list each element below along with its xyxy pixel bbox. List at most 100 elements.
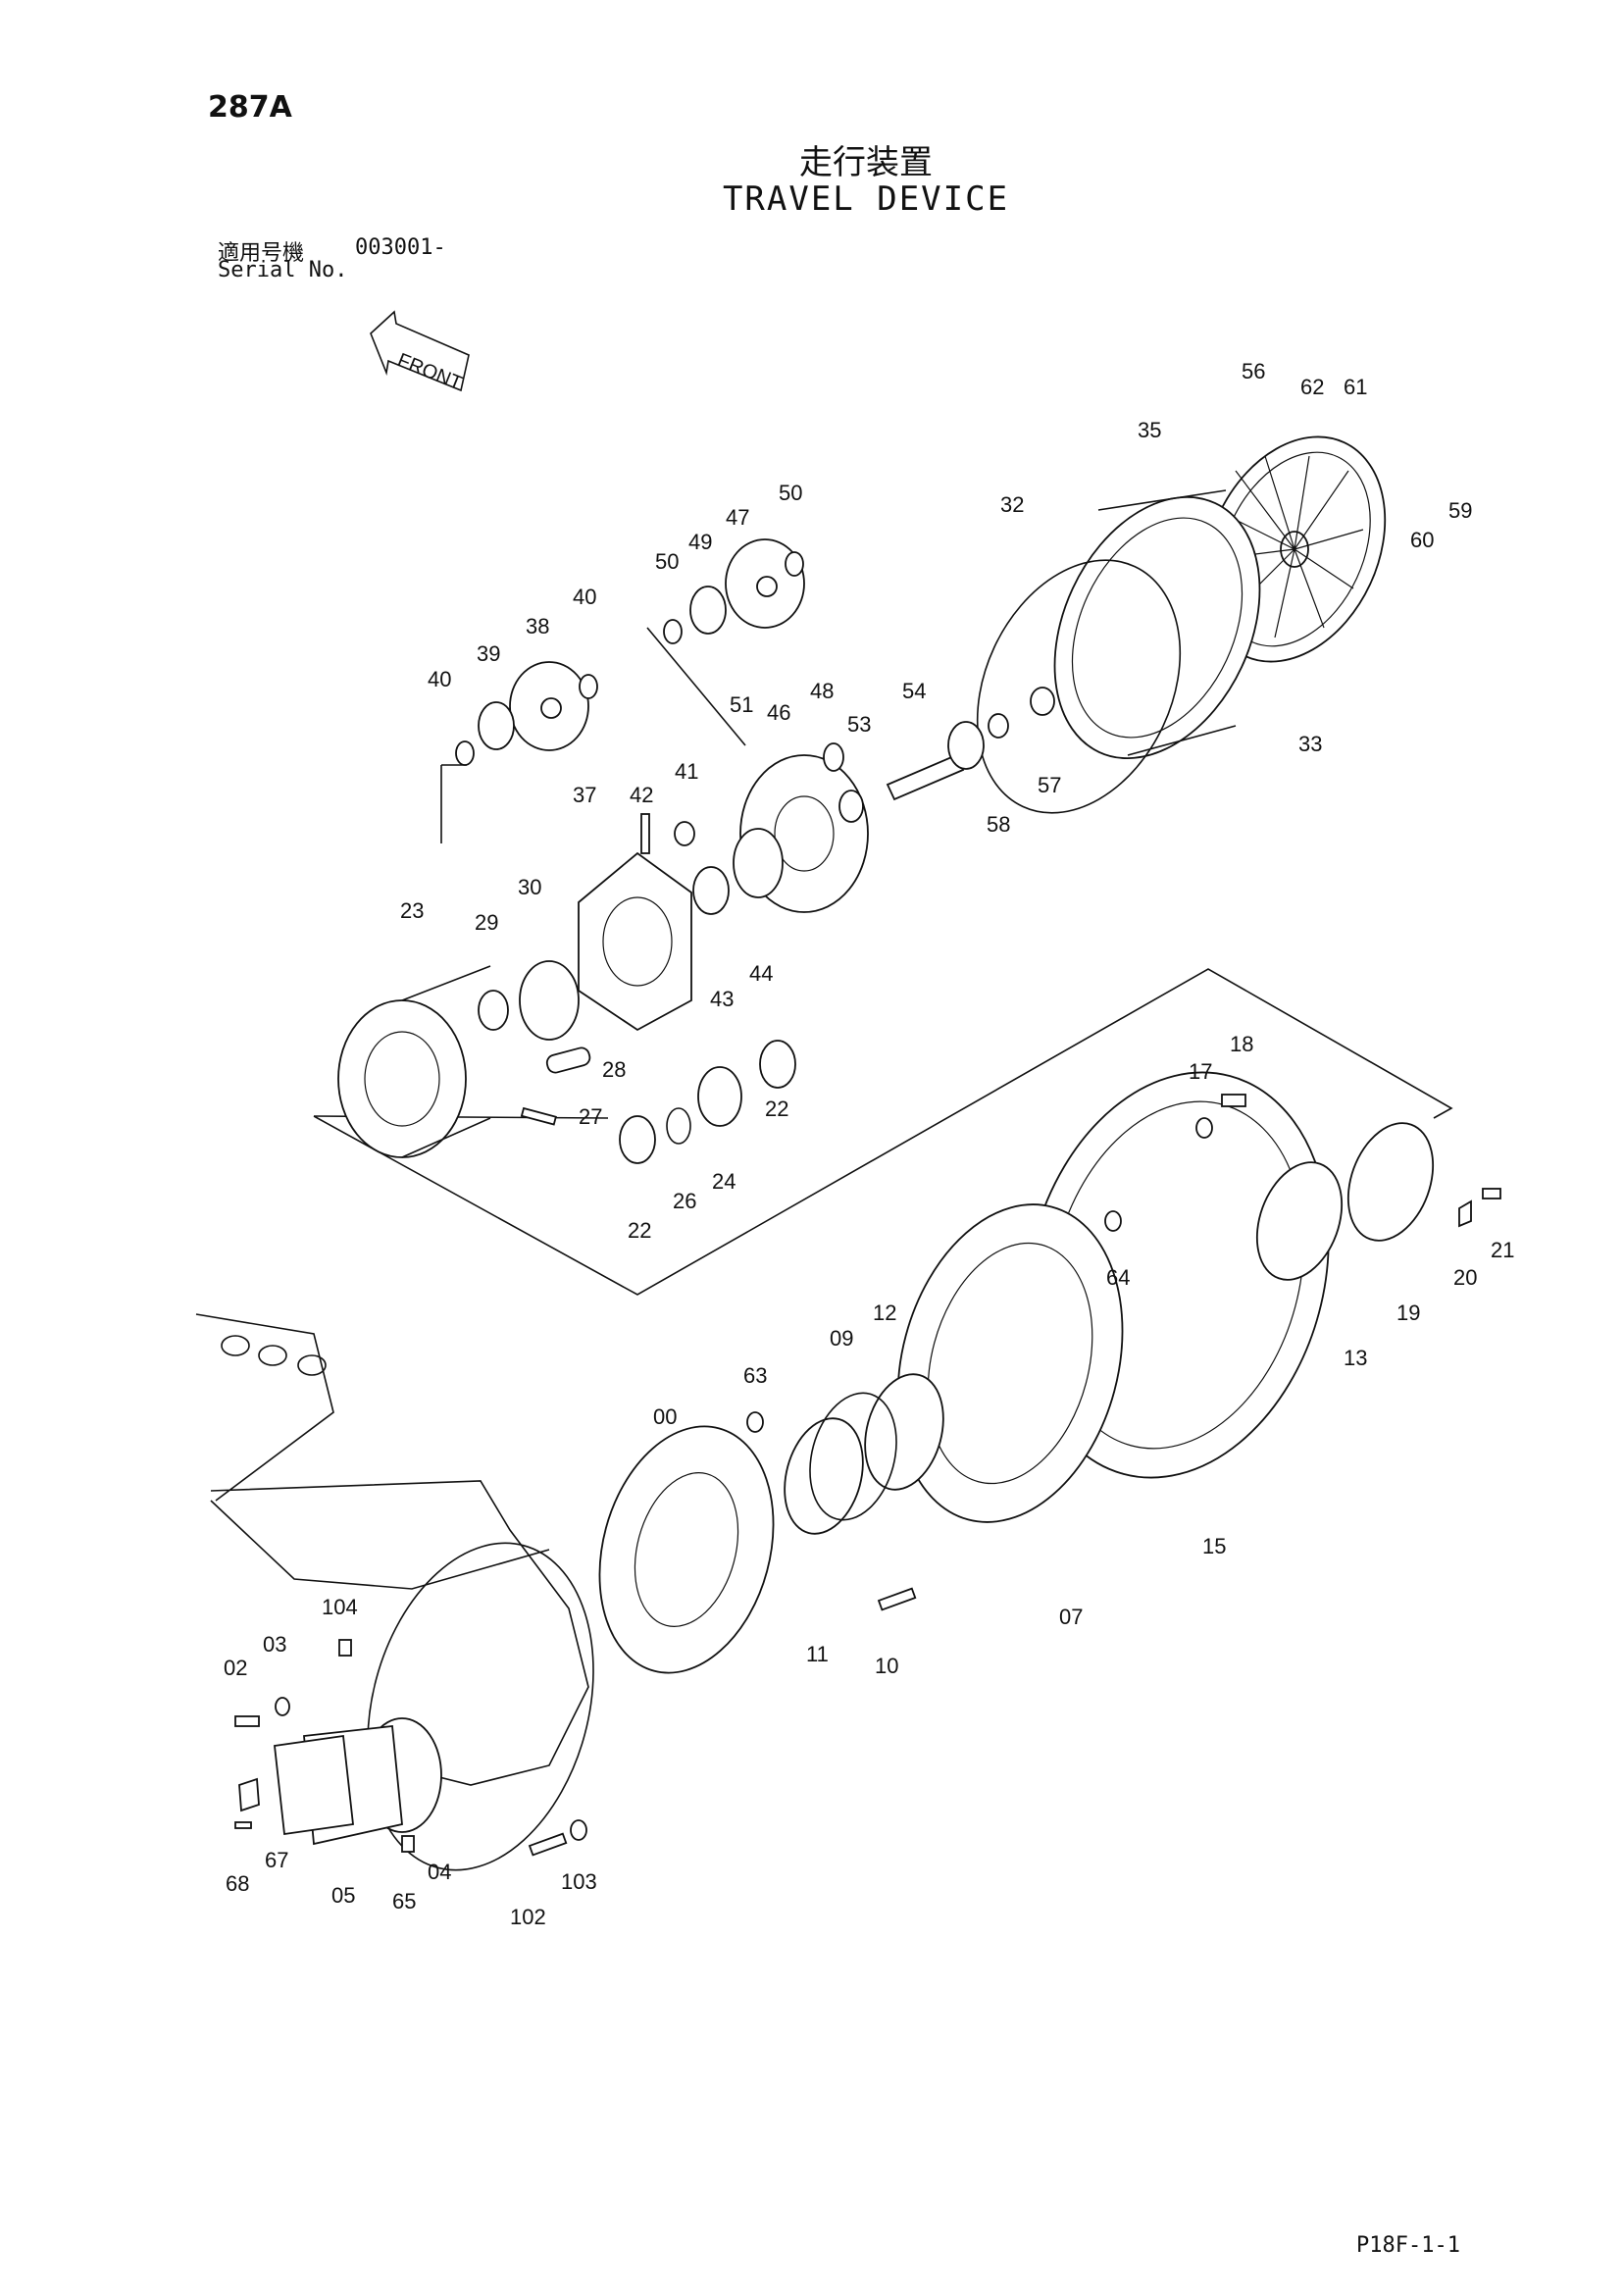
part-label: 65 <box>392 1889 416 1913</box>
part-label: 11 <box>806 1642 829 1666</box>
part-label: 07 <box>1059 1605 1083 1629</box>
part-label: 38 <box>526 614 549 638</box>
part-40-washer <box>579 674 598 699</box>
part-10-bolt <box>877 1587 917 1611</box>
part-label: 28 <box>602 1057 626 1082</box>
part-05-valve <box>274 1734 354 1836</box>
part-104-plug <box>338 1639 352 1657</box>
part-57-bearing <box>1030 687 1055 716</box>
serial-number: 003001- <box>355 235 446 260</box>
part-35-ring-gear <box>1053 489 1261 759</box>
part-label: 102 <box>510 1905 546 1929</box>
part-label: 103 <box>561 1869 597 1894</box>
part-41-pin <box>674 821 695 846</box>
part-label: 27 <box>579 1104 602 1129</box>
part-label: 58 <box>987 812 1010 837</box>
assembly-outline <box>313 968 1453 1296</box>
part-label: 43 <box>710 987 734 1011</box>
part-label: 48 <box>810 679 834 703</box>
part-64-plug <box>1104 1210 1122 1232</box>
part-label: 57 <box>1038 773 1061 797</box>
part-38-carrier <box>509 661 589 751</box>
part-label: 51 <box>730 692 753 717</box>
part-label: 09 <box>830 1326 853 1351</box>
part-50-washer <box>785 551 804 577</box>
part-67-bracket <box>238 1777 260 1812</box>
part-24-gear <box>697 1066 742 1127</box>
part-label: 53 <box>847 712 871 737</box>
part-label: 02 <box>224 1656 247 1680</box>
part-32-o-ring <box>976 559 1182 814</box>
part-label: 24 <box>712 1169 736 1194</box>
serial-label-english: Serial No. <box>218 258 348 282</box>
part-label: 61 <box>1344 375 1367 399</box>
part-00-motor-flange <box>598 1425 775 1674</box>
part-label: 37 <box>573 783 596 807</box>
part-label: 50 <box>655 549 679 574</box>
part-label: 15 <box>1202 1534 1226 1558</box>
part-label: 26 <box>673 1189 696 1213</box>
part-09-o-ring <box>809 1392 897 1521</box>
part-labels: 56 62 61 35 59 60 32 50 47 49 50 33 40 3… <box>224 359 1514 1929</box>
part-17-washer <box>1195 1117 1213 1139</box>
part-48-pin <box>823 742 844 772</box>
part-label: 32 <box>1000 492 1024 517</box>
part-label: 29 <box>475 910 498 935</box>
part-03-washer <box>275 1697 290 1716</box>
part-21-bolt <box>1482 1188 1501 1199</box>
part-label: 54 <box>902 679 926 703</box>
part-30-gear <box>519 960 580 1041</box>
page-number: 287A <box>208 90 292 125</box>
part-07-hub <box>896 1203 1124 1523</box>
part-53-washer <box>838 790 864 823</box>
part-label: 59 <box>1448 498 1472 523</box>
bracket-line <box>440 764 467 843</box>
part-label: 42 <box>630 783 653 807</box>
part-19-seal <box>1346 1122 1435 1242</box>
part-label: 64 <box>1106 1265 1130 1290</box>
machine-frame <box>195 1313 594 1871</box>
part-65-plug <box>401 1835 415 1853</box>
part-label: 68 <box>226 1871 249 1896</box>
part-label: 04 <box>428 1860 451 1884</box>
part-44-gear <box>733 828 784 898</box>
part-label: 19 <box>1396 1301 1420 1325</box>
part-13-bearing <box>1255 1161 1344 1281</box>
front-arrow-icon: FRONT <box>370 310 470 394</box>
part-label: 60 <box>1410 528 1434 552</box>
bracket-line <box>646 627 746 746</box>
part-label: 10 <box>875 1654 898 1678</box>
front-arrow-label: FRONT <box>394 349 465 394</box>
part-label: 03 <box>263 1632 286 1657</box>
part-label: 40 <box>428 667 451 691</box>
part-23-housing <box>337 965 491 1158</box>
part-02-bolt <box>234 1715 260 1727</box>
part-label: 46 <box>767 700 790 725</box>
part-47-carrier <box>725 538 805 629</box>
part-label: 22 <box>765 1097 788 1121</box>
part-label: 22 <box>628 1218 651 1243</box>
part-label: 50 <box>779 481 802 505</box>
part-label: 67 <box>265 1848 288 1872</box>
part-label: 63 <box>743 1363 767 1388</box>
part-18-bolt <box>1221 1094 1246 1107</box>
diagram-title-japanese: 走行装置 <box>799 143 933 182</box>
part-42-pin <box>640 813 650 854</box>
part-label: 33 <box>1298 732 1322 756</box>
part-label: 56 <box>1242 359 1265 383</box>
part-label: 47 <box>726 505 749 530</box>
part-22-bearing <box>619 1115 656 1164</box>
part-43-washer <box>692 866 730 915</box>
part-label: 44 <box>749 961 773 986</box>
serial-label-japanese: 適用号機 <box>218 241 305 266</box>
part-label: 00 <box>653 1404 677 1429</box>
part-20-plate <box>1458 1199 1472 1228</box>
part-102-bolt <box>528 1832 568 1857</box>
part-29-washer <box>478 990 509 1031</box>
part-label: 39 <box>477 641 500 666</box>
part-label: 49 <box>688 530 712 554</box>
part-label: 30 <box>518 875 541 899</box>
part-27-pin <box>520 1106 557 1126</box>
part-37-carrier <box>578 851 692 1032</box>
